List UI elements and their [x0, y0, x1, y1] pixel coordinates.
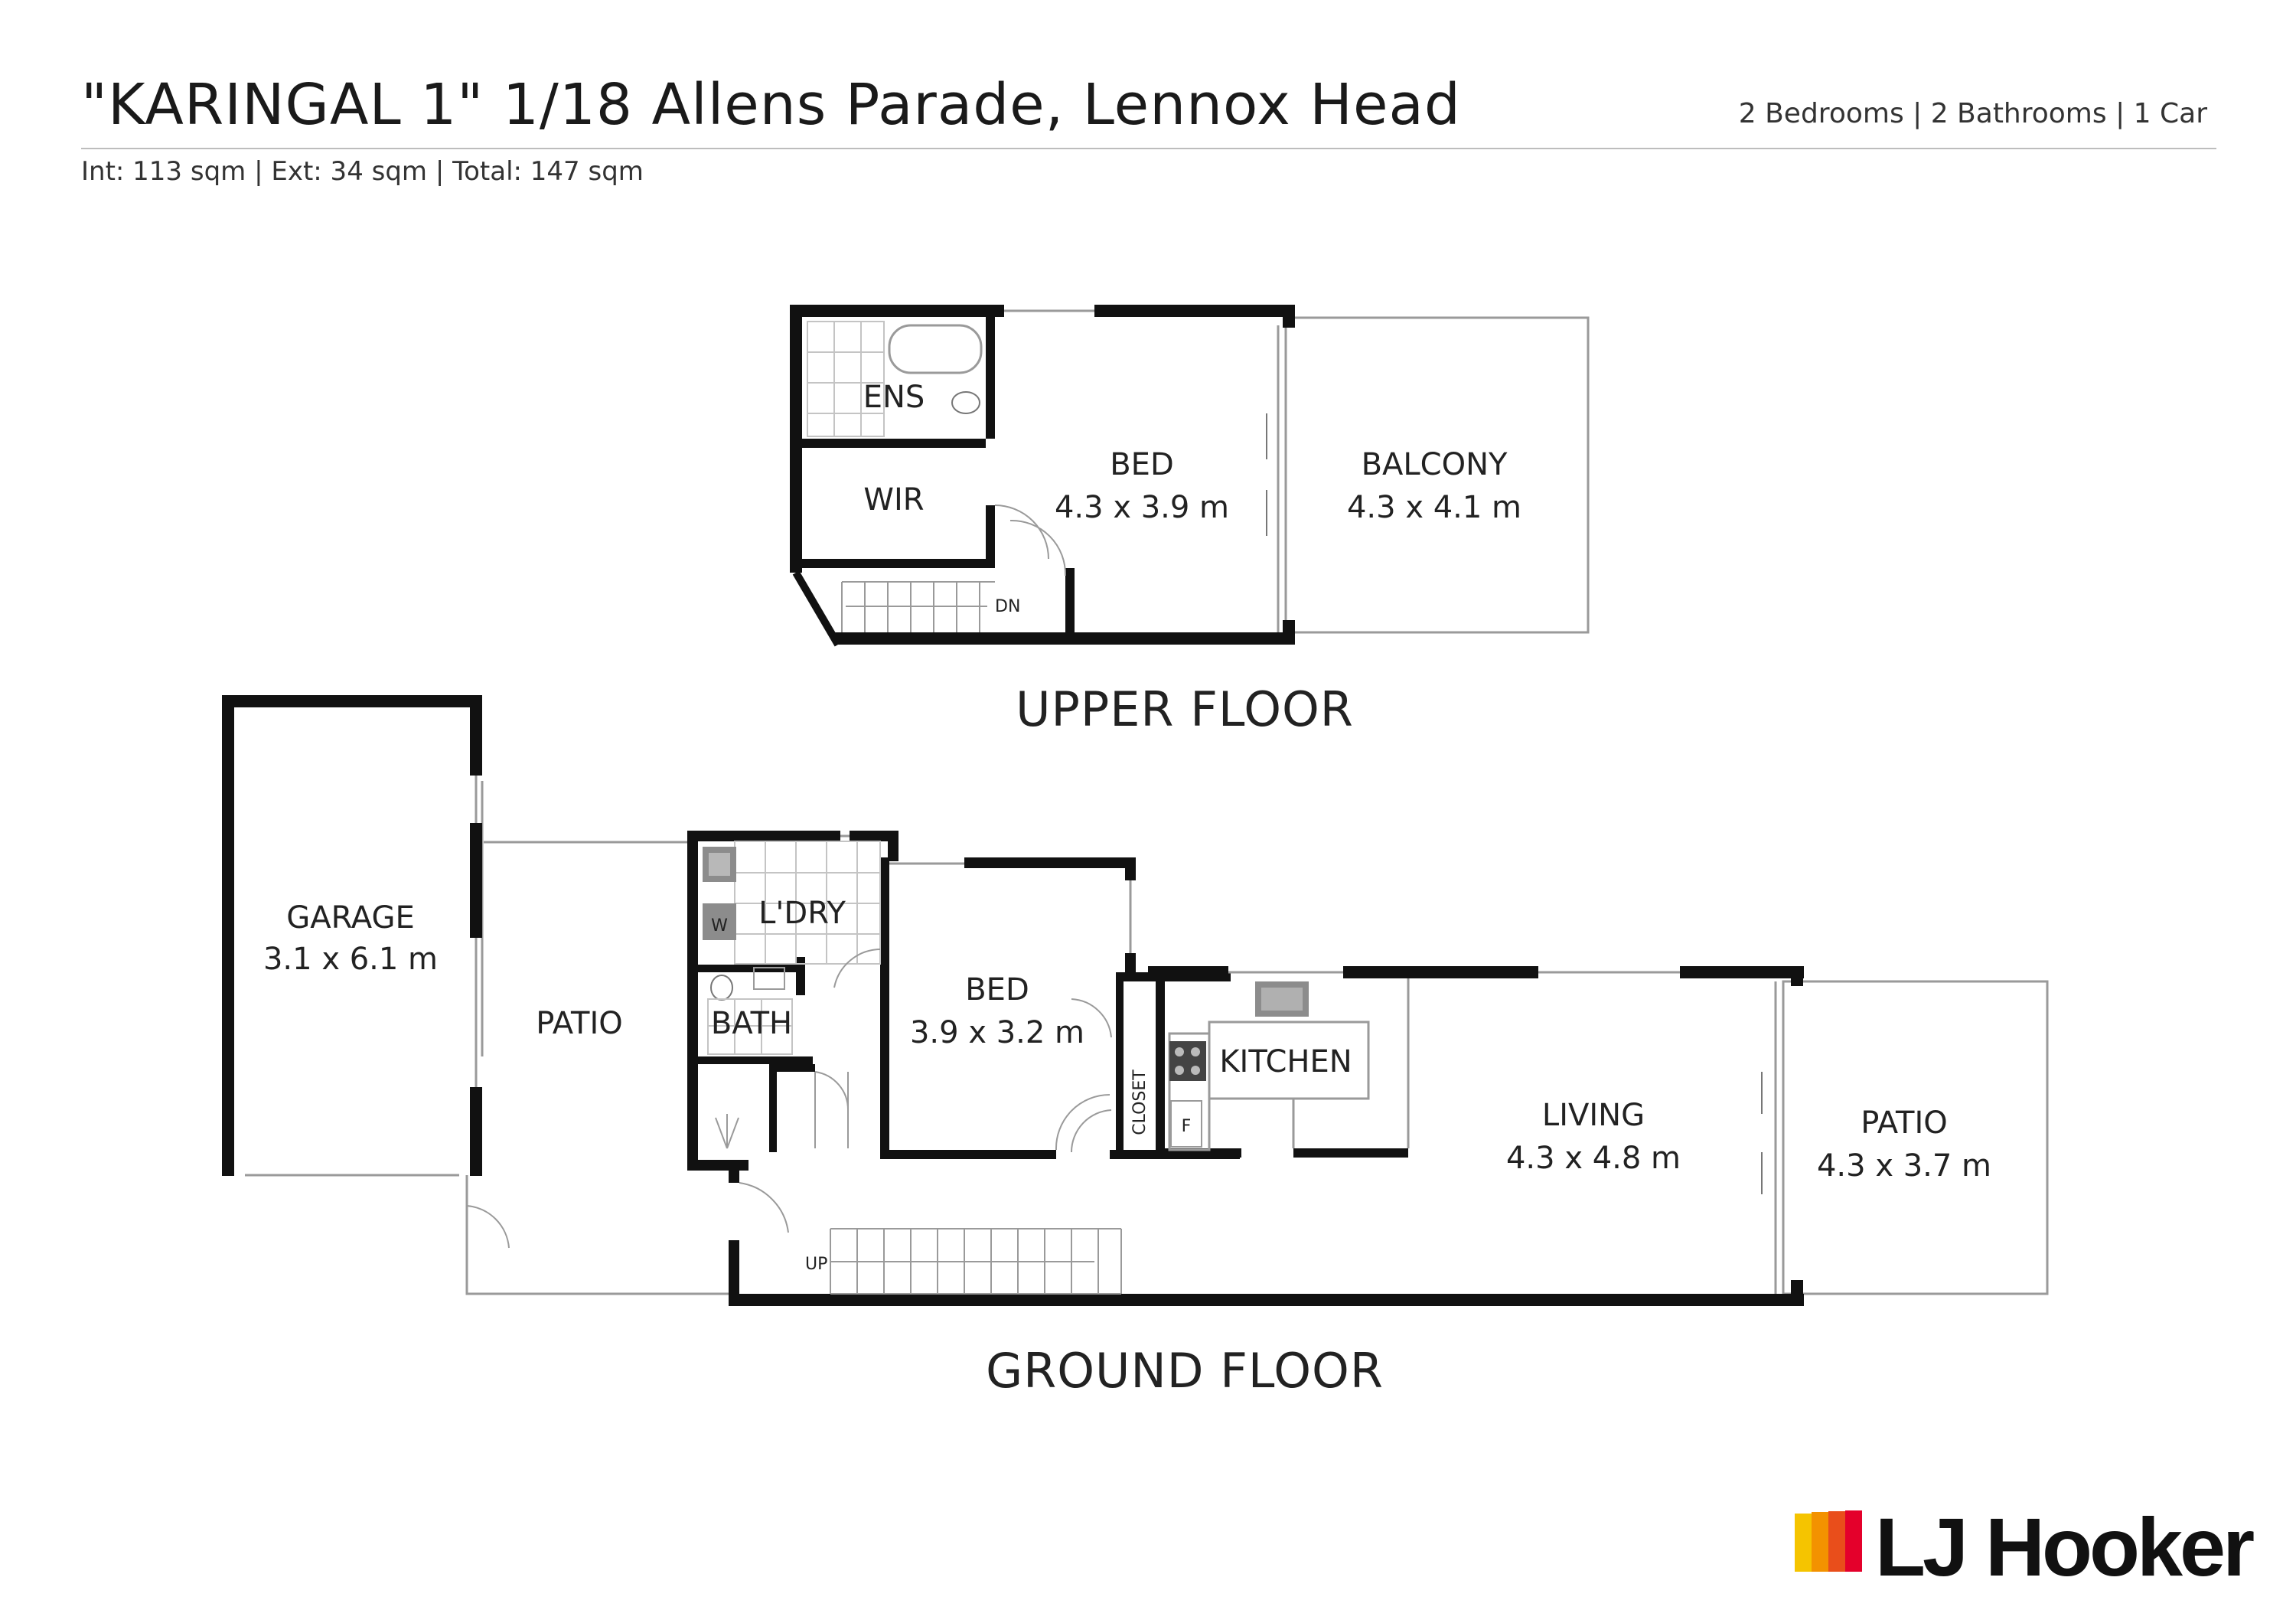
kitchen-benches — [1168, 978, 1410, 1151]
wir-door-swing — [994, 505, 1049, 560]
upper-floor-plan: ENS WIR BED 4.3 x 3.9 m BALCONY 4.3 x 4.… — [790, 305, 1590, 737]
ground-door-swings — [466, 949, 1112, 1249]
stair-door-swing — [1009, 519, 1067, 576]
label-garage: GARAGE — [286, 900, 414, 936]
property-specs: 2 Bedrooms | 2 Bathrooms | 1 Car — [1738, 98, 2207, 129]
sink-inner — [1261, 988, 1303, 1011]
label-washer: W — [711, 916, 728, 936]
ground-stair-treads — [830, 1228, 1122, 1295]
ground-walls — [222, 695, 1804, 1306]
label-stair-dn: DN — [995, 597, 1020, 616]
label-balcony: BALCONY — [1362, 447, 1508, 482]
label-patio-left: PATIO — [536, 1006, 623, 1041]
area-summary: Int: 113 sqm | Ext: 34 sqm | Total: 147 … — [81, 156, 644, 187]
label-living: LIVING — [1542, 1098, 1645, 1133]
balcony-outline — [1284, 316, 1590, 634]
laundry-tiles — [734, 841, 881, 965]
label-ground-bed: BED — [965, 972, 1029, 1007]
label-wir: WIR — [863, 482, 924, 518]
cooktop-icon — [1169, 1041, 1206, 1081]
upper-stair-edge — [792, 570, 842, 647]
label-fridge: F — [1182, 1117, 1192, 1136]
brand-name: LJ Hooker — [1875, 1501, 2255, 1593]
brand-logo-mark — [1795, 1510, 1864, 1575]
washer-icon — [703, 903, 736, 940]
toilet-icon — [951, 391, 980, 414]
label-bath: BATH — [711, 1006, 792, 1041]
label-ens: ENS — [863, 380, 925, 415]
dim-living: 4.3 x 4.8 m — [1506, 1141, 1681, 1176]
bathtub-icon — [888, 324, 983, 374]
vanity-icon — [753, 967, 785, 990]
header: "KARINGAL 1" 1/18 Allens Parade, Lennox … — [0, 0, 2296, 199]
dim-balcony: 4.3 x 4.1 m — [1347, 490, 1521, 525]
ground-toilet-icon — [710, 975, 733, 1001]
dim-ground-bed: 3.9 x 3.2 m — [910, 1015, 1084, 1050]
label-upper-bed: BED — [1110, 447, 1174, 482]
label-patio-right: PATIO — [1861, 1105, 1948, 1141]
ground-floor-plan: W — [222, 695, 2049, 1399]
label-kitchen: KITCHEN — [1219, 1044, 1352, 1079]
upper-stair-treads — [841, 581, 995, 632]
shower-fan-icon — [715, 1114, 739, 1149]
dim-garage: 3.1 x 6.1 m — [263, 942, 438, 977]
page-title: "KARINGAL 1" 1/18 Allens Parade, Lennox … — [81, 72, 1461, 138]
label-laundry: L'DRY — [758, 896, 846, 931]
dim-upper-bed: 4.3 x 3.9 m — [1055, 490, 1229, 525]
label-ground-floor: GROUND FLOOR — [986, 1343, 1384, 1399]
label-closet: CLOSET — [1130, 1069, 1150, 1135]
brand-stripes-icon — [1795, 1510, 1862, 1572]
ground-outlines — [245, 781, 2049, 1295]
bath-tiles — [707, 998, 793, 1055]
dim-patio-right: 4.3 x 3.7 m — [1817, 1148, 1991, 1184]
header-divider — [81, 148, 2216, 149]
label-upper-floor: UPPER FLOOR — [1016, 681, 1354, 737]
upper-walls — [790, 305, 1295, 645]
label-stair-up: UP — [805, 1255, 827, 1274]
fridge-icon — [1170, 1100, 1202, 1148]
shower-tiles — [807, 321, 885, 437]
